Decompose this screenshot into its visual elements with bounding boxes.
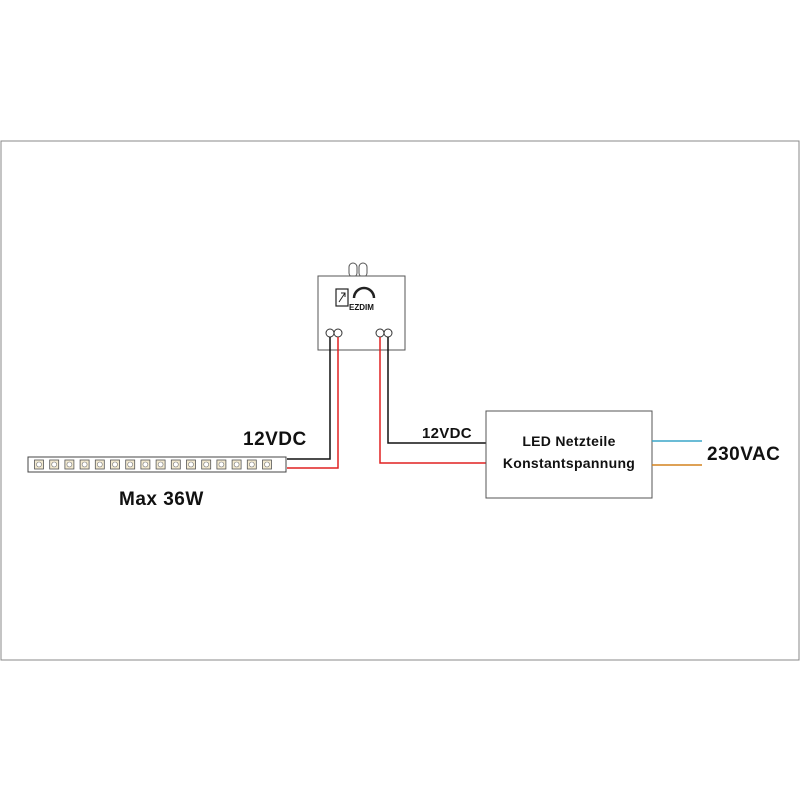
led-emitter <box>81 461 88 468</box>
led-emitter <box>157 461 164 468</box>
led-emitter <box>36 461 42 468</box>
wire-psu-positive <box>379 337 486 464</box>
voltage-label-psu: 12VDC <box>422 425 472 442</box>
switch-icon-mark <box>338 292 346 303</box>
dimmer-terminal-psu <box>375 328 393 338</box>
mains-voltage-label: 230VAC <box>707 444 780 465</box>
led-emitter <box>112 461 118 468</box>
led-strip <box>27 456 287 473</box>
led-emitter <box>249 461 255 468</box>
power-supply-line1: LED Netzteile <box>522 433 615 449</box>
diagram-border <box>0 140 800 661</box>
led-emitter <box>188 461 194 468</box>
power-supply-box <box>485 410 653 499</box>
led-emitter <box>203 461 209 468</box>
wire-led-negative <box>287 337 331 460</box>
led-emitter <box>142 461 149 468</box>
dimmer-arc-icon <box>352 286 376 299</box>
led-emitter <box>127 461 133 468</box>
dimmer-knob-left <box>348 262 358 278</box>
wire-led-positive <box>287 337 339 469</box>
voltage-label-led: 12VDC <box>243 429 307 450</box>
max-power-label: Max 36W <box>119 489 204 510</box>
led-emitter <box>233 461 240 468</box>
led-emitter <box>51 461 58 468</box>
dimmer-knob-right <box>358 262 368 278</box>
led-emitter <box>173 461 179 468</box>
dimmer-module: EZDIM <box>317 262 406 351</box>
led-emitter <box>218 461 225 468</box>
wire-psu-negative <box>387 337 486 444</box>
led-emitter <box>66 461 73 468</box>
led-emitter <box>264 461 270 468</box>
dimmer-brand: EZDIM <box>349 303 374 312</box>
led-emitter <box>97 461 103 468</box>
power-supply-line2: Konstantspannung <box>503 455 635 471</box>
